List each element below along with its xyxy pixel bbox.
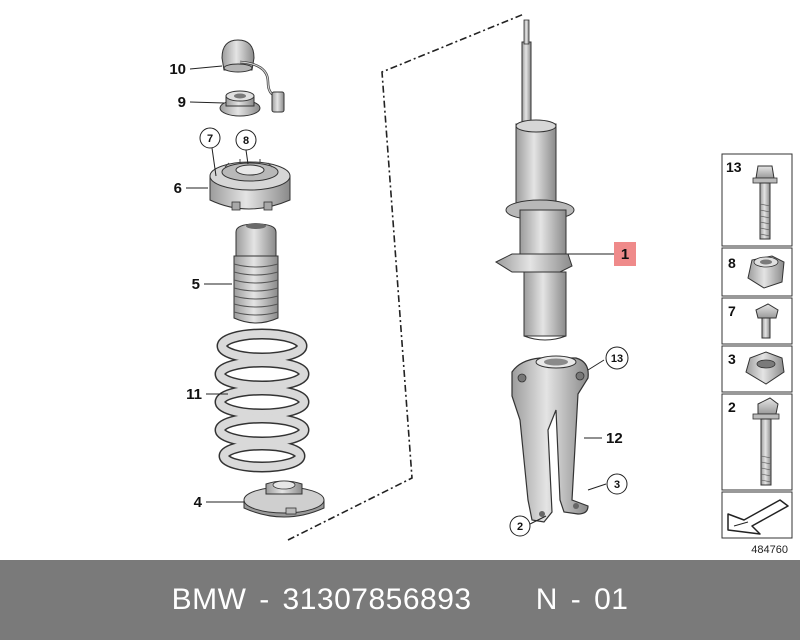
part-9-washer [219, 90, 261, 117]
footer-bar: BMW - 31307856893 N - 01 [0, 560, 800, 640]
part-11-coil-spring [214, 328, 310, 473]
short-bolt-icon [755, 303, 779, 339]
callout-3: 3 [614, 479, 620, 491]
exploded-parts-diagram: 10 9 6 5 11 4 7 8 1 13 12 3 2 13 8 7 3 2 [169, 13, 793, 556]
collar-nut-icon [747, 255, 785, 289]
long-bolt-icon [752, 165, 778, 240]
callout-7-circle [199, 127, 221, 149]
legend-label-3: 3 [728, 351, 736, 367]
callout-1-highlight [614, 242, 636, 266]
legend-label-2: 2 [728, 399, 736, 415]
part-10-sensor [221, 39, 285, 113]
reference-number: 484760 [751, 544, 788, 556]
part-6-strut-mount [209, 159, 291, 211]
callout-12: 12 [606, 430, 623, 447]
callout-10: 10 [169, 61, 186, 78]
callout-2: 2 [517, 521, 523, 533]
part-4-spring-pad [243, 480, 325, 518]
part-number-text: BMW - 31307856893 N - 01 [171, 583, 629, 616]
callout-4: 4 [194, 494, 203, 511]
assembly-connector-line [287, 13, 525, 541]
callout-8-circle [235, 129, 257, 151]
legend-label-7: 7 [728, 303, 736, 319]
callout-5: 5 [192, 276, 200, 293]
callout-8: 8 [243, 135, 249, 147]
callout-11: 11 [186, 386, 202, 403]
hex-nut-icon [745, 351, 785, 385]
callout-6: 6 [174, 180, 182, 197]
legend-label-13: 13 [726, 159, 742, 175]
callout-3-circle [606, 473, 628, 495]
leader-lines [186, 65, 614, 525]
callout-13-circle [605, 346, 629, 370]
front-direction-arrow-icon [727, 499, 789, 535]
callout-1: 1 [621, 246, 629, 263]
callout-2-circle [509, 515, 531, 537]
fastener-legend: 13 8 7 3 2 [721, 153, 793, 539]
callout-13: 13 [611, 353, 623, 365]
part-1-shock-absorber [494, 19, 575, 341]
part-12-strut-fork [511, 355, 589, 523]
bolt-icon [752, 397, 780, 486]
callout-9: 9 [178, 94, 186, 111]
part-5-dust-boot [233, 223, 279, 324]
legend-label-8: 8 [728, 255, 736, 271]
callout-7: 7 [207, 133, 213, 145]
